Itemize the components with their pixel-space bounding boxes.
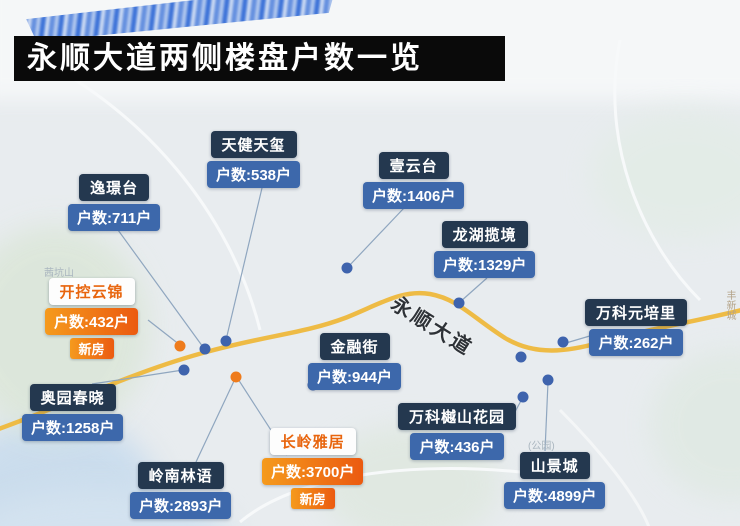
property-name: 开控云锦 (48, 278, 135, 305)
property-count: 户数:3700户 (262, 458, 364, 485)
connector-line (91, 369, 184, 385)
property-jinrongjie: 金融街 户数:944户 (308, 333, 402, 390)
marker-dot-blue (220, 335, 232, 347)
property-count: 户数:432户 (45, 308, 139, 335)
minor-road (39, 58, 262, 331)
marker-dot-blue (341, 262, 353, 274)
property-count: 户数:1258户 (22, 414, 124, 441)
property-lingnan-linyu: 岭南林语 户数:2893户 (130, 462, 232, 519)
property-changling-yaju: 长岭雅居 户数:3700户 新房 (262, 428, 364, 509)
property-count: 户数:262户 (589, 329, 683, 356)
marker-dot-blue (178, 364, 190, 376)
property-kaikong-yunjin: 开控云锦 户数:432户 新房 (45, 278, 139, 359)
property-count: 户数:711户 (68, 204, 161, 231)
property-name: 逸璟台 (79, 174, 150, 201)
property-count: 户数:4899户 (504, 482, 606, 509)
minor-road (239, 467, 521, 524)
property-name: 天健天玺 (210, 131, 297, 158)
new-home-tag: 新房 (69, 338, 114, 359)
property-name: 奥园春晓 (29, 384, 116, 411)
property-count: 户数:436户 (410, 433, 504, 460)
marker-dot-blue (515, 351, 527, 363)
property-name: 万科元培里 (585, 299, 688, 326)
property-name: 壹云台 (378, 152, 449, 179)
property-count: 户数:2893户 (130, 492, 232, 519)
property-name: 龙湖揽境 (441, 221, 528, 248)
connector-line (195, 380, 235, 463)
marker-dot-orange (230, 371, 242, 383)
minor-road (613, 39, 702, 302)
connector-line (147, 319, 181, 346)
connector-line (544, 381, 549, 452)
property-count: 户数:1406户 (363, 182, 465, 209)
connector-line (117, 229, 204, 348)
connector-line (459, 277, 488, 303)
marker-dot-blue (557, 336, 569, 348)
property-count: 户数:944户 (308, 363, 402, 390)
property-yijingtai: 逸璟台 户数:711户 (68, 174, 161, 231)
marker-dot-blue (199, 343, 211, 355)
map-place-label: (公园) (528, 441, 555, 452)
property-vanke-yueshan: 万科樾山花园 户数:436户 (398, 403, 517, 460)
property-shanjingcheng: 山景城 户数:4899户 (504, 452, 606, 509)
connector-line (225, 187, 263, 341)
connector-line (347, 207, 405, 268)
marker-dot-blue (517, 391, 529, 403)
property-name: 岭南林语 (137, 462, 224, 489)
marker-dot-blue (453, 297, 465, 309)
minor-road (558, 408, 651, 526)
marker-dot-orange (174, 340, 186, 352)
page-title: 永顺大道两侧楼盘户数一览 (14, 36, 505, 81)
property-name: 万科樾山花园 (398, 403, 517, 430)
property-tianjian-tianxi: 天健天玺 户数:538户 (207, 131, 301, 188)
property-count: 户数:538户 (207, 161, 301, 188)
bg-park (590, 110, 740, 240)
property-name: 金融街 (319, 333, 390, 360)
map-place-label: 茜坑山 (44, 268, 74, 279)
property-name: 山景城 (519, 452, 590, 479)
property-yiyuntai: 壹云台 户数:1406户 (363, 152, 465, 209)
map-place-label: 丰新城 (724, 290, 735, 320)
property-vanke-yuanpeili: 万科元培里 户数:262户 (585, 299, 688, 356)
property-count: 户数:1329户 (434, 251, 536, 278)
property-aoyuan-chunxiao: 奥园春晓 户数:1258户 (22, 384, 124, 441)
property-name: 长岭雅居 (269, 428, 356, 455)
property-longhu-lanjing: 龙湖揽境 户数:1329户 (434, 221, 536, 278)
marker-dot-blue (542, 374, 554, 386)
new-home-tag: 新房 (290, 488, 335, 509)
